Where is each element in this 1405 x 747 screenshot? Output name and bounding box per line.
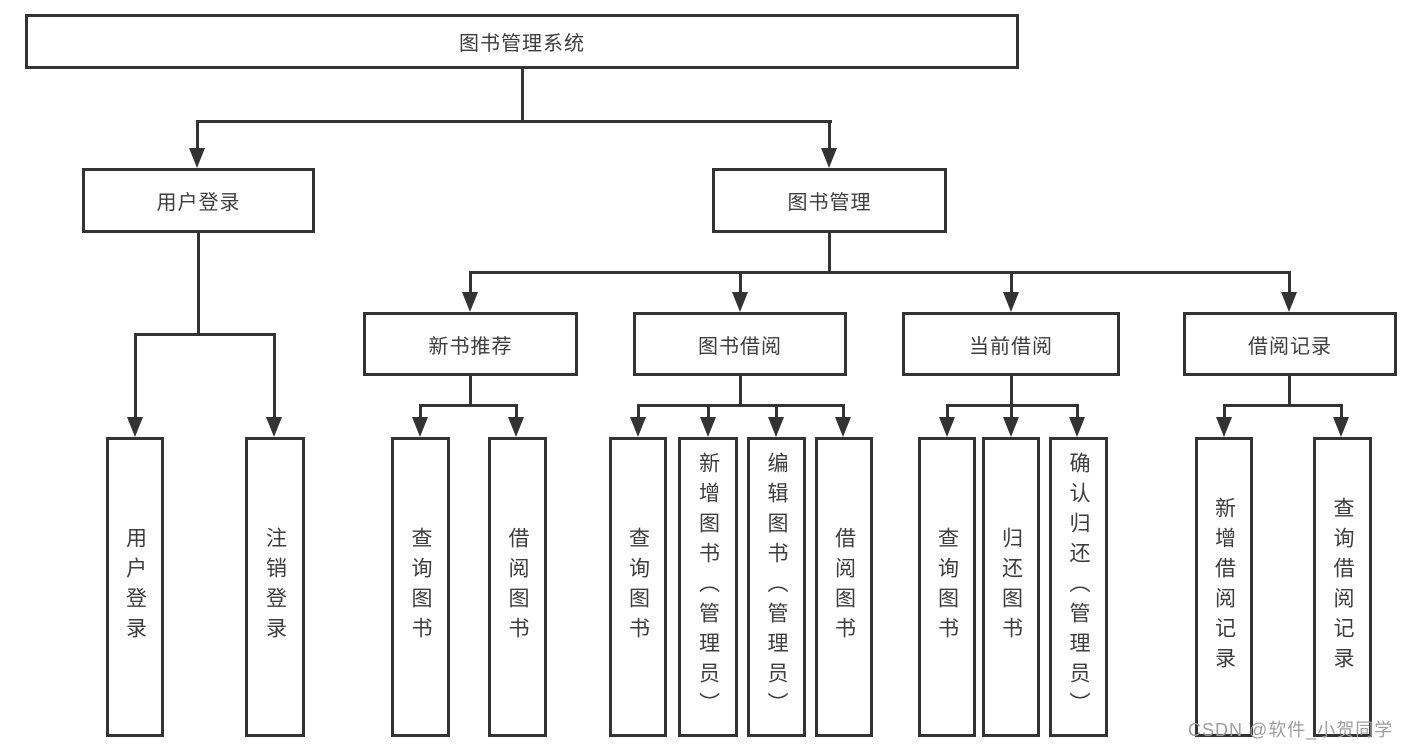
connector-user-login-stem — [197, 233, 200, 334]
node-borrow-record: 借阅记录 — [1183, 312, 1397, 376]
connector-root-crossbar — [196, 120, 832, 123]
connector-borrow-record-crossbar — [1223, 404, 1343, 407]
connector-bb-drop-4 — [842, 404, 845, 418]
node-user-login-label: 用户登录 — [156, 192, 241, 214]
leaf-bb-add-book-admin: 新增图书（管理员） — [678, 437, 738, 737]
leaf-bb-borrow-book: 借阅图书 — [815, 437, 873, 737]
leaf-logout-label: 注销登录 — [263, 527, 287, 647]
leaf-nb-borrow-book: 借阅图书 — [488, 437, 547, 737]
leaf-br-query-record-label: 查询借阅记录 — [1331, 497, 1354, 677]
connector-br-drop-2 — [1340, 404, 1343, 418]
leaf-bb-edit-book-admin-label: 编辑图书（管理员） — [765, 452, 788, 722]
node-borrow-record-label: 借阅记录 — [1248, 335, 1332, 358]
node-root-label: 图书管理系统 — [459, 33, 585, 55]
leaf-user-login: 用户登录 — [106, 437, 164, 737]
leaf-nb-borrow-book-label: 借阅图书 — [506, 527, 529, 647]
arrowhead-cb-leaf-1 — [939, 417, 955, 437]
node-root: 图书管理系统 — [25, 14, 1019, 69]
connector-bb-drop-3 — [775, 404, 778, 418]
connector-nb-drop-2 — [515, 404, 518, 418]
node-current-borrow-label: 当前借阅 — [969, 335, 1053, 358]
leaf-br-add-record: 新增借阅记录 — [1195, 437, 1253, 737]
connector-cb-drop-2 — [1010, 404, 1013, 418]
connector-bm-drop-2 — [739, 271, 742, 293]
leaf-cb-query-book: 查询图书 — [918, 437, 976, 737]
leaf-cb-confirm-return-admin: 确认归还（管理员） — [1049, 437, 1108, 737]
leaf-cb-return-book-label: 归还图书 — [999, 527, 1023, 647]
leaf-nb-query-book-label: 查询图书 — [409, 527, 432, 647]
leaf-bb-edit-book-admin: 编辑图书（管理员） — [747, 437, 806, 737]
arrowhead-br-leaf-1 — [1216, 417, 1232, 437]
connector-bb-drop-1 — [637, 404, 640, 418]
connector-root-drop-right — [828, 120, 831, 150]
arrowhead-bb-leaf-1 — [630, 417, 646, 437]
node-book-borrow-label: 图书借阅 — [698, 335, 782, 358]
node-book-borrow: 图书借阅 — [633, 312, 847, 376]
leaf-bb-add-book-admin-label: 新增图书（管理员） — [696, 452, 720, 722]
connector-root-drop-left — [196, 120, 199, 150]
node-new-book-label: 新书推荐 — [428, 335, 513, 358]
connector-book-borrow-stem — [739, 376, 742, 406]
arrowhead-nb-leaf-1 — [412, 417, 428, 437]
connector-br-drop-1 — [1223, 404, 1226, 418]
node-book-mgmt: 图书管理 — [712, 168, 947, 233]
connector-bm-drop-1 — [469, 271, 472, 293]
arrowhead-new-book — [462, 292, 478, 312]
connector-book-mgmt-stem — [828, 233, 831, 273]
arrowhead-book-borrow — [732, 292, 748, 312]
node-current-borrow: 当前借阅 — [902, 312, 1120, 376]
leaf-logout: 注销登录 — [245, 437, 305, 737]
connector-nb-drop-1 — [419, 404, 422, 418]
connector-new-book-stem — [469, 376, 472, 406]
connector-cb-drop-1 — [946, 404, 949, 418]
leaf-user-login-label: 用户登录 — [123, 527, 147, 647]
connector-cb-drop-3 — [1076, 404, 1079, 418]
connector-bm-drop-4 — [1288, 271, 1291, 293]
leaf-bb-borrow-book-label: 借阅图书 — [832, 527, 856, 647]
arrowhead-bb-leaf-4 — [835, 417, 851, 437]
csdn-watermark: CSDN @软件_小贺同学 — [1188, 720, 1394, 740]
leaf-cb-query-book-label: 查询图书 — [935, 527, 959, 647]
arrowhead-borrow-record — [1281, 292, 1297, 312]
arrowhead-leaf-login — [127, 417, 143, 437]
connector-user-login-drop-1 — [134, 333, 137, 419]
connector-book-borrow-crossbar — [637, 404, 845, 407]
arrowhead-user-login — [189, 148, 205, 168]
connector-new-book-crossbar — [419, 404, 518, 407]
leaf-bb-query-book-label: 查询图书 — [626, 527, 650, 647]
connector-user-login-drop-2 — [273, 333, 276, 419]
arrowhead-bb-leaf-2 — [700, 417, 716, 437]
arrowhead-br-leaf-2 — [1333, 417, 1349, 437]
arrowhead-current-borrow — [1003, 292, 1019, 312]
node-book-mgmt-label: 图书管理 — [787, 192, 872, 214]
connector-current-borrow-stem — [1010, 376, 1013, 406]
arrowhead-nb-leaf-2 — [508, 417, 524, 437]
leaf-bb-query-book: 查询图书 — [609, 437, 667, 737]
connector-bb-drop-2 — [707, 404, 710, 418]
leaf-br-query-record: 查询借阅记录 — [1313, 437, 1372, 737]
arrowhead-book-mgmt — [821, 148, 837, 168]
arrowhead-bb-leaf-3 — [768, 417, 784, 437]
arrowhead-cb-leaf-3 — [1069, 417, 1085, 437]
connector-user-login-crossbar — [134, 333, 276, 336]
connector-root-stem — [521, 69, 524, 123]
connector-bm-drop-3 — [1010, 271, 1013, 293]
connector-borrow-record-stem — [1288, 376, 1291, 406]
arrowhead-cb-leaf-2 — [1003, 417, 1019, 437]
connector-book-mgmt-crossbar — [469, 271, 1291, 274]
leaf-nb-query-book: 查询图书 — [391, 437, 450, 737]
arrowhead-leaf-logout — [266, 417, 282, 437]
leaf-cb-return-book: 归还图书 — [982, 437, 1040, 737]
node-user-login: 用户登录 — [82, 168, 315, 233]
leaf-cb-confirm-return-admin-label: 确认归还（管理员） — [1067, 452, 1090, 722]
node-new-book: 新书推荐 — [363, 312, 578, 376]
leaf-br-add-record-label: 新增借阅记录 — [1212, 497, 1236, 677]
